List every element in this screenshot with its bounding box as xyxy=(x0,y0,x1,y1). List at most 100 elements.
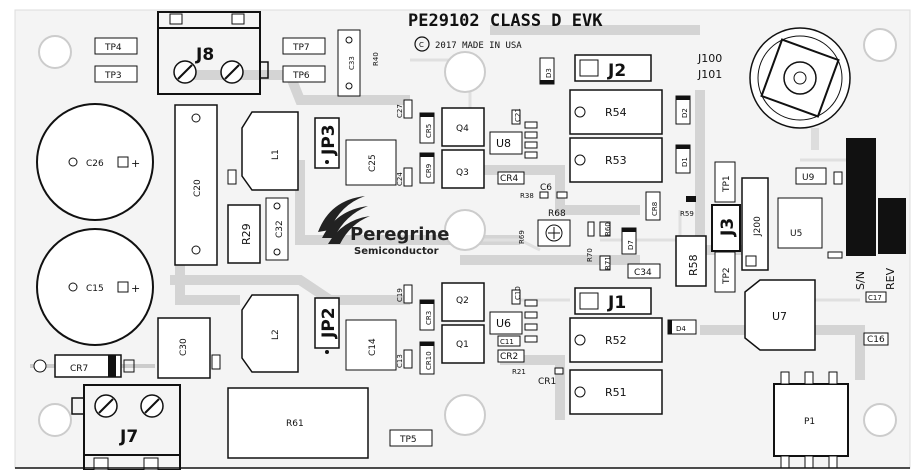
c6-label: C6 xyxy=(540,183,552,193)
component-c11 xyxy=(497,335,521,347)
jumper-jp2: JP2 xyxy=(314,297,340,354)
d2-label: D2 xyxy=(681,108,689,118)
component-c16 xyxy=(863,332,889,346)
d7-label: D7 xyxy=(627,240,635,250)
component-c25: C25 xyxy=(345,139,397,186)
r59-label: R59 xyxy=(680,210,694,218)
component-r70 xyxy=(587,221,595,237)
svg-text:J1: J1 xyxy=(607,293,626,313)
svg-text:Q4: Q4 xyxy=(456,124,469,134)
component-c-u9 xyxy=(833,171,843,185)
svg-text:CR7: CR7 xyxy=(70,364,88,374)
diodes-cr: CR5 CR9 CR3 CR10 xyxy=(419,112,435,375)
testpoint-tp5 xyxy=(389,429,433,447)
component-c6 xyxy=(556,191,568,199)
component-r71 xyxy=(599,255,611,271)
component-r58 xyxy=(675,235,707,287)
j8-label: J8 xyxy=(195,45,214,65)
svg-text:CR10: CR10 xyxy=(425,351,433,370)
component-c34 xyxy=(627,263,661,279)
component-cr1 xyxy=(554,367,564,375)
logo-brand: Peregrine xyxy=(350,224,449,245)
u9-label: U9 xyxy=(802,173,815,183)
svg-text:CR9: CR9 xyxy=(425,164,433,178)
diode-d2-band xyxy=(676,96,690,100)
r61-label: R61 xyxy=(286,419,304,429)
svg-text:Q1: Q1 xyxy=(456,340,469,350)
test-points-top: TP4 TP3 TP7 TP6 xyxy=(94,37,326,83)
svg-text:C14: C14 xyxy=(368,338,378,356)
svg-text:R53: R53 xyxy=(605,154,627,167)
svg-text:CR3: CR3 xyxy=(425,311,433,325)
connector-j1: J1 xyxy=(574,287,652,315)
r70-label: R70 xyxy=(586,248,594,262)
connector-j3 xyxy=(711,204,741,252)
diode-cr7: CR7 xyxy=(30,354,155,378)
connector-j8: J8 xyxy=(157,11,269,95)
svg-text:J7: J7 xyxy=(119,427,138,447)
smd-small-parts xyxy=(211,99,413,370)
peregrine-logo: Peregrine Semiconductor xyxy=(318,196,449,257)
trimmer-r68: R68 R69 xyxy=(518,209,571,247)
diode-d3-band xyxy=(540,80,554,84)
serial-number-box xyxy=(846,138,876,256)
svg-text:Q2: Q2 xyxy=(456,296,469,306)
svg-text:R69: R69 xyxy=(518,230,526,244)
mounting-holes xyxy=(38,28,897,437)
component-r38 xyxy=(539,191,549,199)
tp2-label: TP2 xyxy=(722,267,732,285)
svg-text:CR5: CR5 xyxy=(425,124,433,138)
svg-text:R52: R52 xyxy=(605,334,627,347)
d1-label: D1 xyxy=(681,157,689,167)
svg-text:TP4: TP4 xyxy=(104,43,122,53)
r21-label: R21 xyxy=(512,368,526,376)
small-resistors xyxy=(511,109,538,343)
connector-p1: P1 xyxy=(773,371,849,469)
svg-text:U6: U6 xyxy=(496,317,511,330)
cr4-label: CR4 xyxy=(500,174,519,184)
capacitor-c15: C15 + xyxy=(36,228,154,346)
svg-text:TP6: TP6 xyxy=(292,71,310,81)
revision-box xyxy=(878,198,906,254)
svg-text:U8: U8 xyxy=(496,137,511,150)
ic-u8: U8 xyxy=(489,131,523,155)
svg-text:C13: C13 xyxy=(396,354,404,368)
svg-text:P1: P1 xyxy=(804,417,815,427)
copyright-text: 2017 MADE IN USA xyxy=(435,41,522,51)
jumper-jp3: JP3 xyxy=(314,117,340,169)
c16-label: C16 xyxy=(867,335,885,345)
svg-text:TP7: TP7 xyxy=(292,43,310,53)
connector-j200 xyxy=(741,177,769,271)
u7-label: U7 xyxy=(772,310,787,323)
inductor-l1: L1 xyxy=(241,111,299,191)
j3-label: J3 xyxy=(718,218,738,237)
connector-j2: J2 xyxy=(574,54,652,82)
svg-text:+: + xyxy=(131,157,140,170)
component-c14: C14 xyxy=(345,319,397,371)
board-title: PE29102 CLASS D EVK xyxy=(408,11,603,31)
svg-text:C32: C32 xyxy=(275,220,285,238)
svg-text:+: + xyxy=(131,282,140,295)
component-c33: C33 R40 xyxy=(337,29,380,97)
component-c20: C20 xyxy=(174,104,218,266)
ic-u7 xyxy=(744,279,816,351)
component-r60 xyxy=(599,221,611,237)
tp5-label: TP5 xyxy=(399,435,417,445)
svg-text:R51: R51 xyxy=(605,386,627,399)
svg-text:R29: R29 xyxy=(240,223,253,245)
component-c-sn xyxy=(827,251,843,259)
r71-label: R71 xyxy=(604,256,612,270)
svg-text:Q3: Q3 xyxy=(456,168,469,178)
connector-j7: J7 xyxy=(71,384,181,470)
u5-label: U5 xyxy=(790,229,802,239)
svg-text:R68: R68 xyxy=(548,209,566,219)
j200-pad xyxy=(745,255,757,267)
svg-text:J2: J2 xyxy=(607,61,626,81)
capacitor-c26: C26 + xyxy=(36,103,154,221)
j200-label: J200 xyxy=(753,216,763,237)
diode-d4-band xyxy=(668,320,672,334)
ic-u5 xyxy=(777,197,823,249)
testpoint-tp1 xyxy=(714,161,736,203)
svg-text:JP3: JP3 xyxy=(319,124,339,156)
